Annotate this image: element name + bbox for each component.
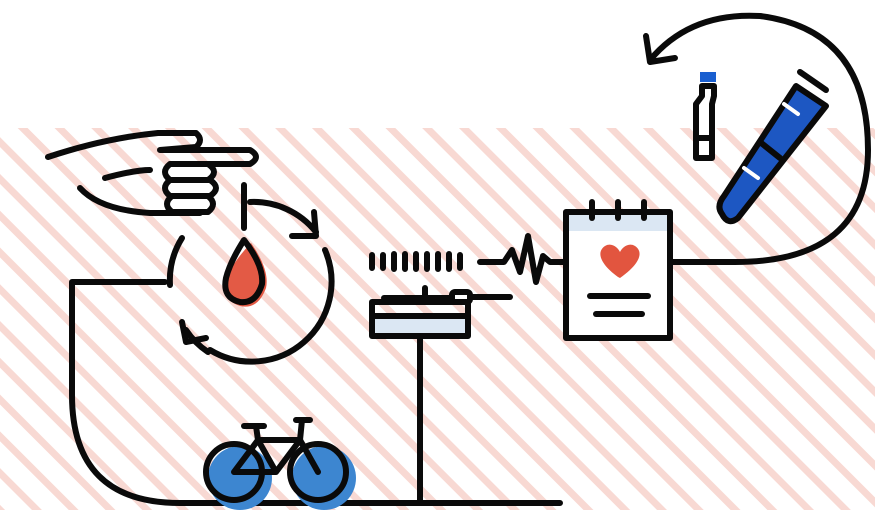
insulin-vial-icon bbox=[696, 72, 716, 158]
notepad-heart-icon bbox=[566, 202, 670, 338]
